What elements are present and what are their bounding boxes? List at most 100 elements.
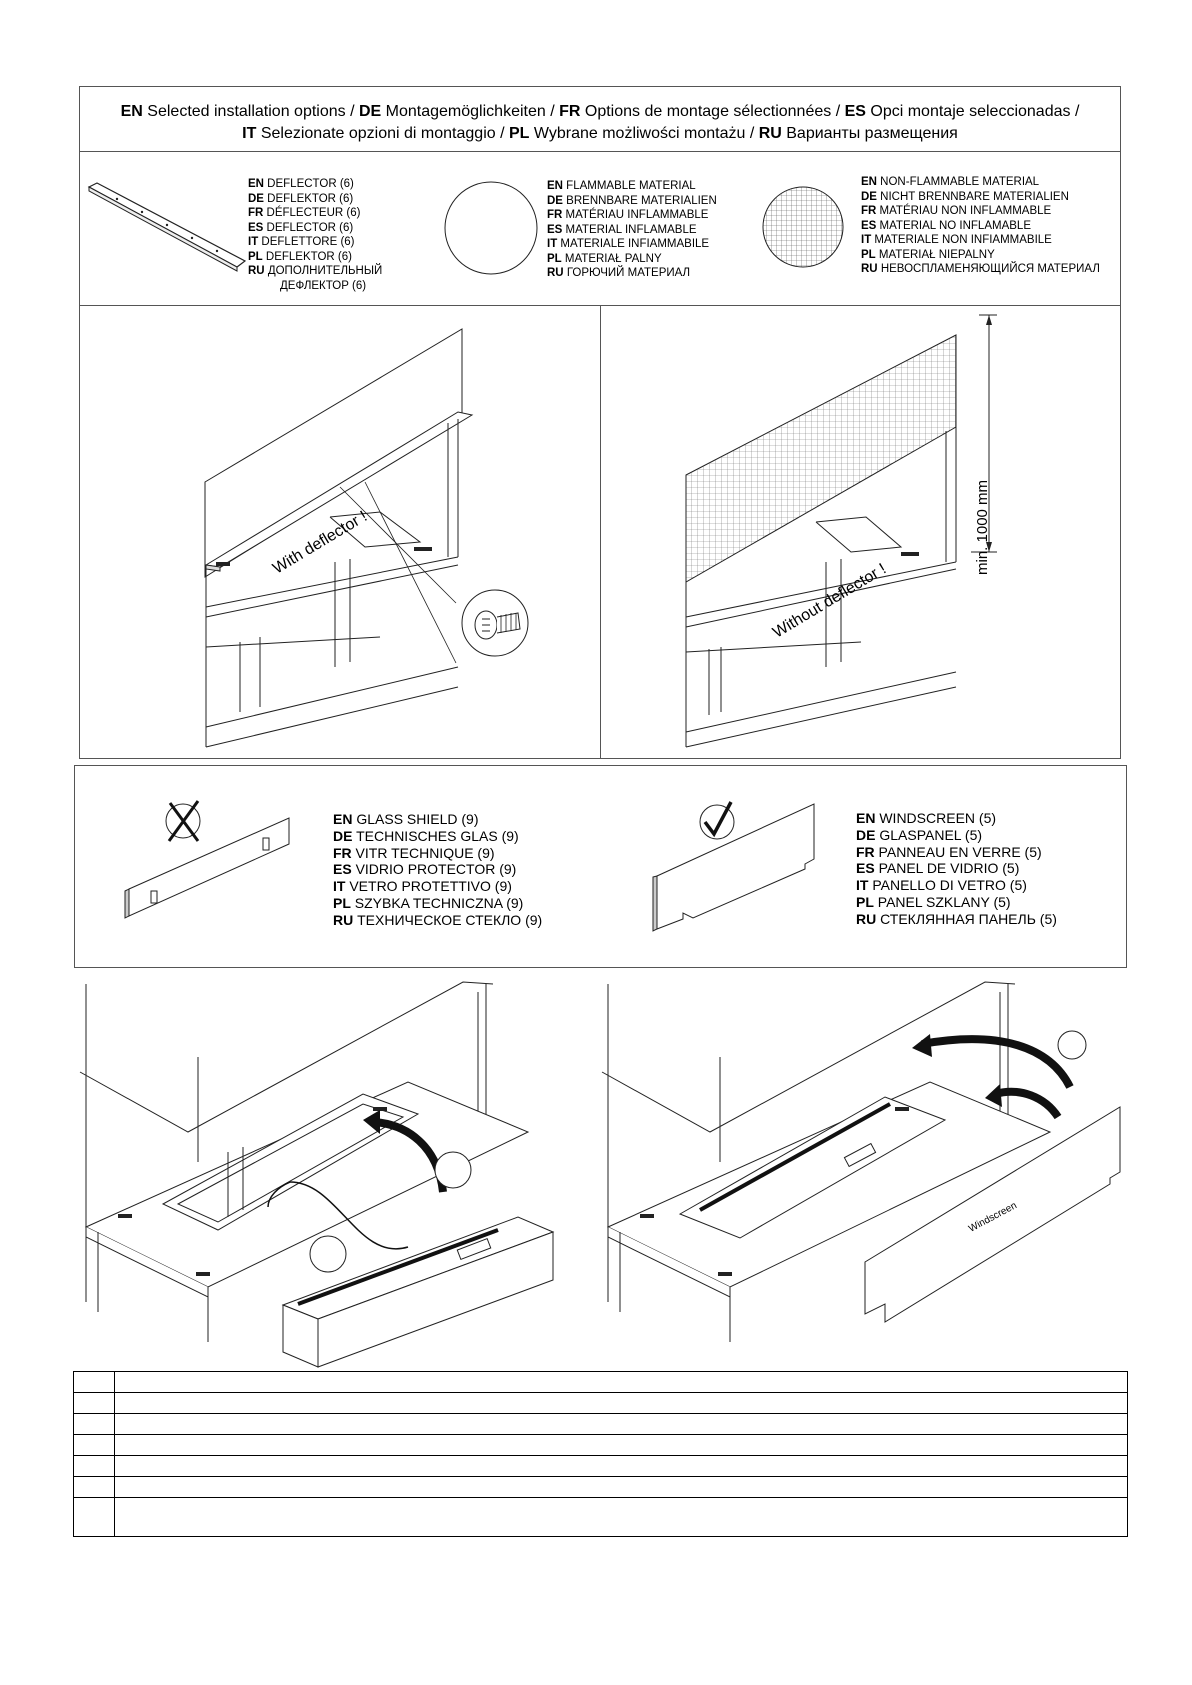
non-flammable-label-fr: FR MATÉRIAU NON INFLAMMABLE — [861, 204, 1100, 219]
label-text: PANEL DE VIDRIO (5) — [874, 860, 1020, 877]
language-code: ES — [248, 221, 264, 234]
label-text: ГОРЮЧИЙ МАТЕРИАЛ — [563, 267, 691, 279]
label-text: PANELLO DI VETRO (5) — [868, 877, 1027, 894]
windscreen-legend: EN WINDSCREEN (5)DE GLASPANEL (5)FR PANN… — [856, 810, 1057, 928]
flammable-material-symbol — [444, 181, 538, 275]
glass-options-frame: EN GLASS SHIELD (9)DE TECHNISCHES GLAS (… — [74, 765, 1127, 968]
label-text: VITR TECHNIQUE (9) — [351, 844, 495, 861]
label-text: DEFLETTORE (6) — [258, 236, 355, 248]
label-text: PANNEAU EN VERRE (5) — [874, 843, 1042, 860]
windscreen-label-fr: FR PANNEAU EN VERRE (5) — [856, 844, 1057, 861]
windscreen-label-es: ES PANEL DE VIDRIO (5) — [856, 860, 1057, 877]
windscreen-label-en: EN WINDSCREEN (5) — [856, 810, 1057, 827]
non-flammable-label-es: ES MATERIAL NO INFLAMABLE — [861, 219, 1100, 234]
label-text: NON-FLAMMABLE MATERIAL — [876, 176, 1040, 188]
language-code: RU — [248, 265, 265, 277]
table-row — [74, 1372, 1127, 1393]
label-text: VETRO PROTETTIVO (9) — [345, 878, 512, 895]
glass-shield-label-pl: PL SZYBKA TECHNICZNA (9) — [333, 895, 542, 912]
label-text: PANEL SZKLANY (5) — [873, 893, 1011, 910]
label-text: BRENNBARE MATERIALIEN — [562, 194, 717, 207]
with-deflector-illustration — [204, 328, 529, 748]
label-text: Варианты размещения — [781, 125, 958, 142]
windscreen-label-pl: PL PANEL SZKLANY (5) — [856, 894, 1057, 911]
label-text: GLASPANEL (5) — [875, 826, 983, 843]
glass-shield-label-fr: FR VITR TECHNIQUE (9) — [333, 845, 542, 862]
flammable-label-it: IT MATERIALE INFIAMMABILE — [547, 237, 717, 252]
language-code: ES — [844, 103, 866, 120]
divider — [80, 151, 1120, 152]
language-code: IT — [856, 877, 869, 894]
label-text: Wybrane możliwości montażu / — [529, 125, 759, 142]
language-code: PL — [547, 252, 562, 265]
language-code: EN — [248, 178, 264, 190]
min-height-dimension: min. 1000 mm — [974, 479, 991, 575]
language-code: IT — [242, 125, 257, 142]
table-row — [74, 1393, 1127, 1414]
label-text: Selected installation options / — [142, 103, 359, 120]
label-text: NICHT BRENNBARE MATERIALIEN — [876, 190, 1069, 203]
flammable-label-es: ES MATERIAL INFLAMABLE — [547, 223, 717, 238]
language-code: RU — [758, 125, 782, 142]
not-allowed-icon — [165, 800, 201, 842]
deflector-label-de: DE DEFLEKTOR (6) — [248, 192, 382, 207]
language-code: DE — [547, 194, 563, 207]
language-code: RU — [333, 911, 354, 928]
label-text: VIDRIO PROTECTOR (9) — [351, 861, 517, 878]
glass-shield-label-de: DE TECHNISCHES GLAS (9) — [333, 828, 542, 845]
label-text: SZYBKA TECHNICZNA (9) — [350, 894, 524, 911]
language-code: DE — [358, 103, 382, 120]
flammable-label-fr: FR MATÉRIAU INFLAMMABLE — [547, 208, 717, 223]
title-part-de: DE Montagemöglichkeiten / — [359, 103, 559, 120]
deflector-label-it: IT DEFLETTORE (6) — [248, 235, 382, 250]
windscreen-fitting-illustration — [601, 981, 1121, 1342]
language-code: EN — [333, 811, 353, 827]
label-text: MATERIAŁ NIEPALNY — [875, 248, 995, 261]
language-code: FR — [248, 207, 264, 219]
language-code: EN — [861, 176, 877, 188]
label-text: DEFLECTOR (6) — [263, 178, 354, 190]
title-part-it: IT Selezionate opzioni di montaggio / — [242, 125, 509, 142]
language-code: FR — [333, 844, 352, 861]
windscreen-label-ru: RU СТЕКЛЯННАЯ ПАНЕЛЬ (5) — [856, 911, 1057, 928]
language-code: ES — [547, 223, 563, 236]
title-part-pl: PL Wybrane możliwości montażu / — [509, 125, 759, 142]
language-code: DE — [856, 826, 876, 843]
flammable-label-ru: RU ГОРЮЧИЙ МАТЕРИАЛ — [547, 266, 717, 281]
language-code: EN — [120, 103, 143, 120]
language-code: FR — [861, 205, 877, 217]
label-text: MATERIAL NO INFLAMABLE — [876, 219, 1031, 232]
deflector-bar-illustration — [87, 182, 247, 272]
label-text: MATÉRIAU INFLAMMABLE — [562, 209, 709, 221]
label-text: FLAMMABLE MATERIAL — [562, 180, 696, 192]
language-code: PL — [861, 248, 876, 261]
deflector-label-pl: PL DEFLEKTOR (6) — [248, 250, 382, 265]
non-flammable-label-en: EN NON-FLAMMABLE MATERIAL — [861, 175, 1100, 190]
glass-shield-legend: EN GLASS SHIELD (9)DE TECHNISCHES GLAS (… — [333, 811, 542, 929]
language-code: IT — [333, 878, 346, 895]
language-code: PL — [248, 250, 263, 263]
non-flammable-material-symbol — [762, 186, 844, 268]
glass-shield-label-es: ES VIDRIO PROTECTOR (9) — [333, 861, 542, 878]
burner-insertion-illustration — [79, 981, 555, 1368]
label-text: ТЕХНИЧЕСКОЕ СТЕКЛО (9) — [353, 911, 543, 928]
language-code: ES — [861, 219, 877, 232]
label-text: DÉFLECTEUR (6) — [263, 207, 361, 219]
deflector-legend: EN DEFLECTOR (6) DE DEFLEKTOR (6)FR DÉFLE… — [248, 177, 382, 293]
glass-shield-label-ru: RU ТЕХНИЧЕСКОЕ СТЕКЛО (9) — [333, 912, 542, 929]
label-text: Options de montage sélectionnées / — [580, 103, 845, 120]
flammable-label-pl: PL MATERIAŁ PALNY — [547, 252, 717, 267]
language-code: RU — [547, 267, 564, 279]
non-flammable-label-it: IT MATERIALE NON INFIAMMABILE — [861, 233, 1100, 248]
language-code: RU — [861, 263, 878, 275]
label-text: GLASS SHIELD (9) — [352, 811, 479, 827]
windscreen-illustration — [652, 803, 815, 932]
language-code: EN — [547, 180, 563, 192]
title-part-ru: RU Варианты размещения — [759, 125, 958, 142]
title-part-fr: FR Options de montage sélectionnées / — [559, 103, 845, 120]
deflector-label-fr: FR DÉFLECTEUR (6) — [248, 206, 382, 221]
deflector-label-ru: RU ДОПОЛНИТЕЛЬНЫЙ — [248, 264, 382, 279]
title-part-es: ES Opci montaje seleccionadas / — [845, 103, 1080, 120]
language-code: PL — [508, 125, 530, 142]
title-line-1: EN Selected installation options / DE Mo… — [80, 101, 1120, 123]
